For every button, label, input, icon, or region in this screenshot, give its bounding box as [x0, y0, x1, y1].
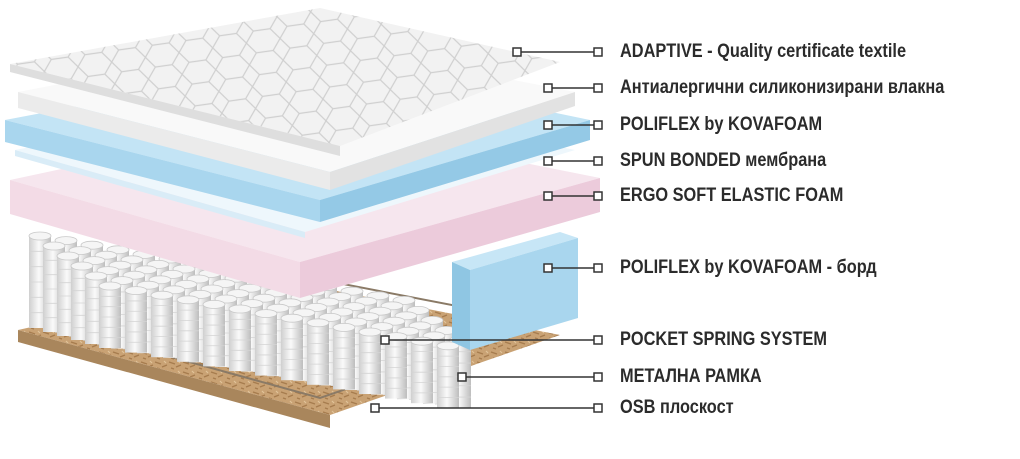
label-pocket-springs: POCKET SPRING SYSTEM: [620, 329, 828, 350]
quilted-textile-layer: [10, 8, 560, 156]
label-ergo-soft-foam: ERGO SOFT ELASTIC FOAM: [620, 185, 844, 206]
poliflex-side-board: [452, 232, 578, 350]
label-adaptive-textile: ADAPTIVE - Quality certificate textile: [620, 41, 907, 62]
leader-marker: [543, 156, 553, 166]
spring-coil: [176, 295, 200, 362]
label-osb-board: OSB плоскост: [620, 397, 734, 418]
leader-marker: [593, 372, 603, 382]
spring-coil: [98, 281, 122, 348]
spring-coil: [384, 332, 408, 399]
leader-marker: [457, 372, 467, 382]
leader-marker: [543, 120, 553, 130]
leader-marker: [370, 403, 380, 413]
label-metal-frame: МЕТАЛНА РАМКА: [620, 366, 762, 387]
leader-marker: [593, 120, 603, 130]
pocket-spring-system: [28, 231, 472, 409]
spring-coil: [254, 309, 278, 376]
leader-lines: [370, 47, 603, 413]
spring-coil: [436, 341, 460, 408]
leader-marker: [543, 83, 553, 93]
spring-coil: [202, 299, 226, 367]
spring-coil: [228, 304, 252, 371]
leader-marker: [593, 47, 603, 57]
label-silicone-fibers: Антиалергични силиконизирани влакна: [620, 77, 945, 98]
spring-coil: [410, 336, 434, 404]
leader-marker: [512, 47, 522, 57]
leader-marker: [593, 191, 603, 201]
spring-coil: [280, 313, 304, 381]
spring-coil: [332, 322, 356, 390]
leader-marker: [543, 263, 553, 273]
leader-marker: [593, 403, 603, 413]
leader-marker: [543, 191, 553, 201]
leader-marker: [593, 263, 603, 273]
label-spun-bonded: SPUN BONDED мембрана: [620, 150, 827, 171]
leader-marker: [593, 335, 603, 345]
leader-marker: [380, 335, 390, 345]
leader-marker: [593, 156, 603, 166]
spring-coil: [150, 290, 174, 358]
label-poliflex-foam: POLIFLEX by KOVAFOAM: [620, 114, 823, 135]
spring-coil: [124, 286, 148, 353]
label-poliflex-board: POLIFLEX by KOVAFOAM - борд: [620, 257, 877, 278]
spring-coil: [358, 327, 382, 394]
spring-coil: [306, 318, 330, 385]
leader-marker: [593, 83, 603, 93]
